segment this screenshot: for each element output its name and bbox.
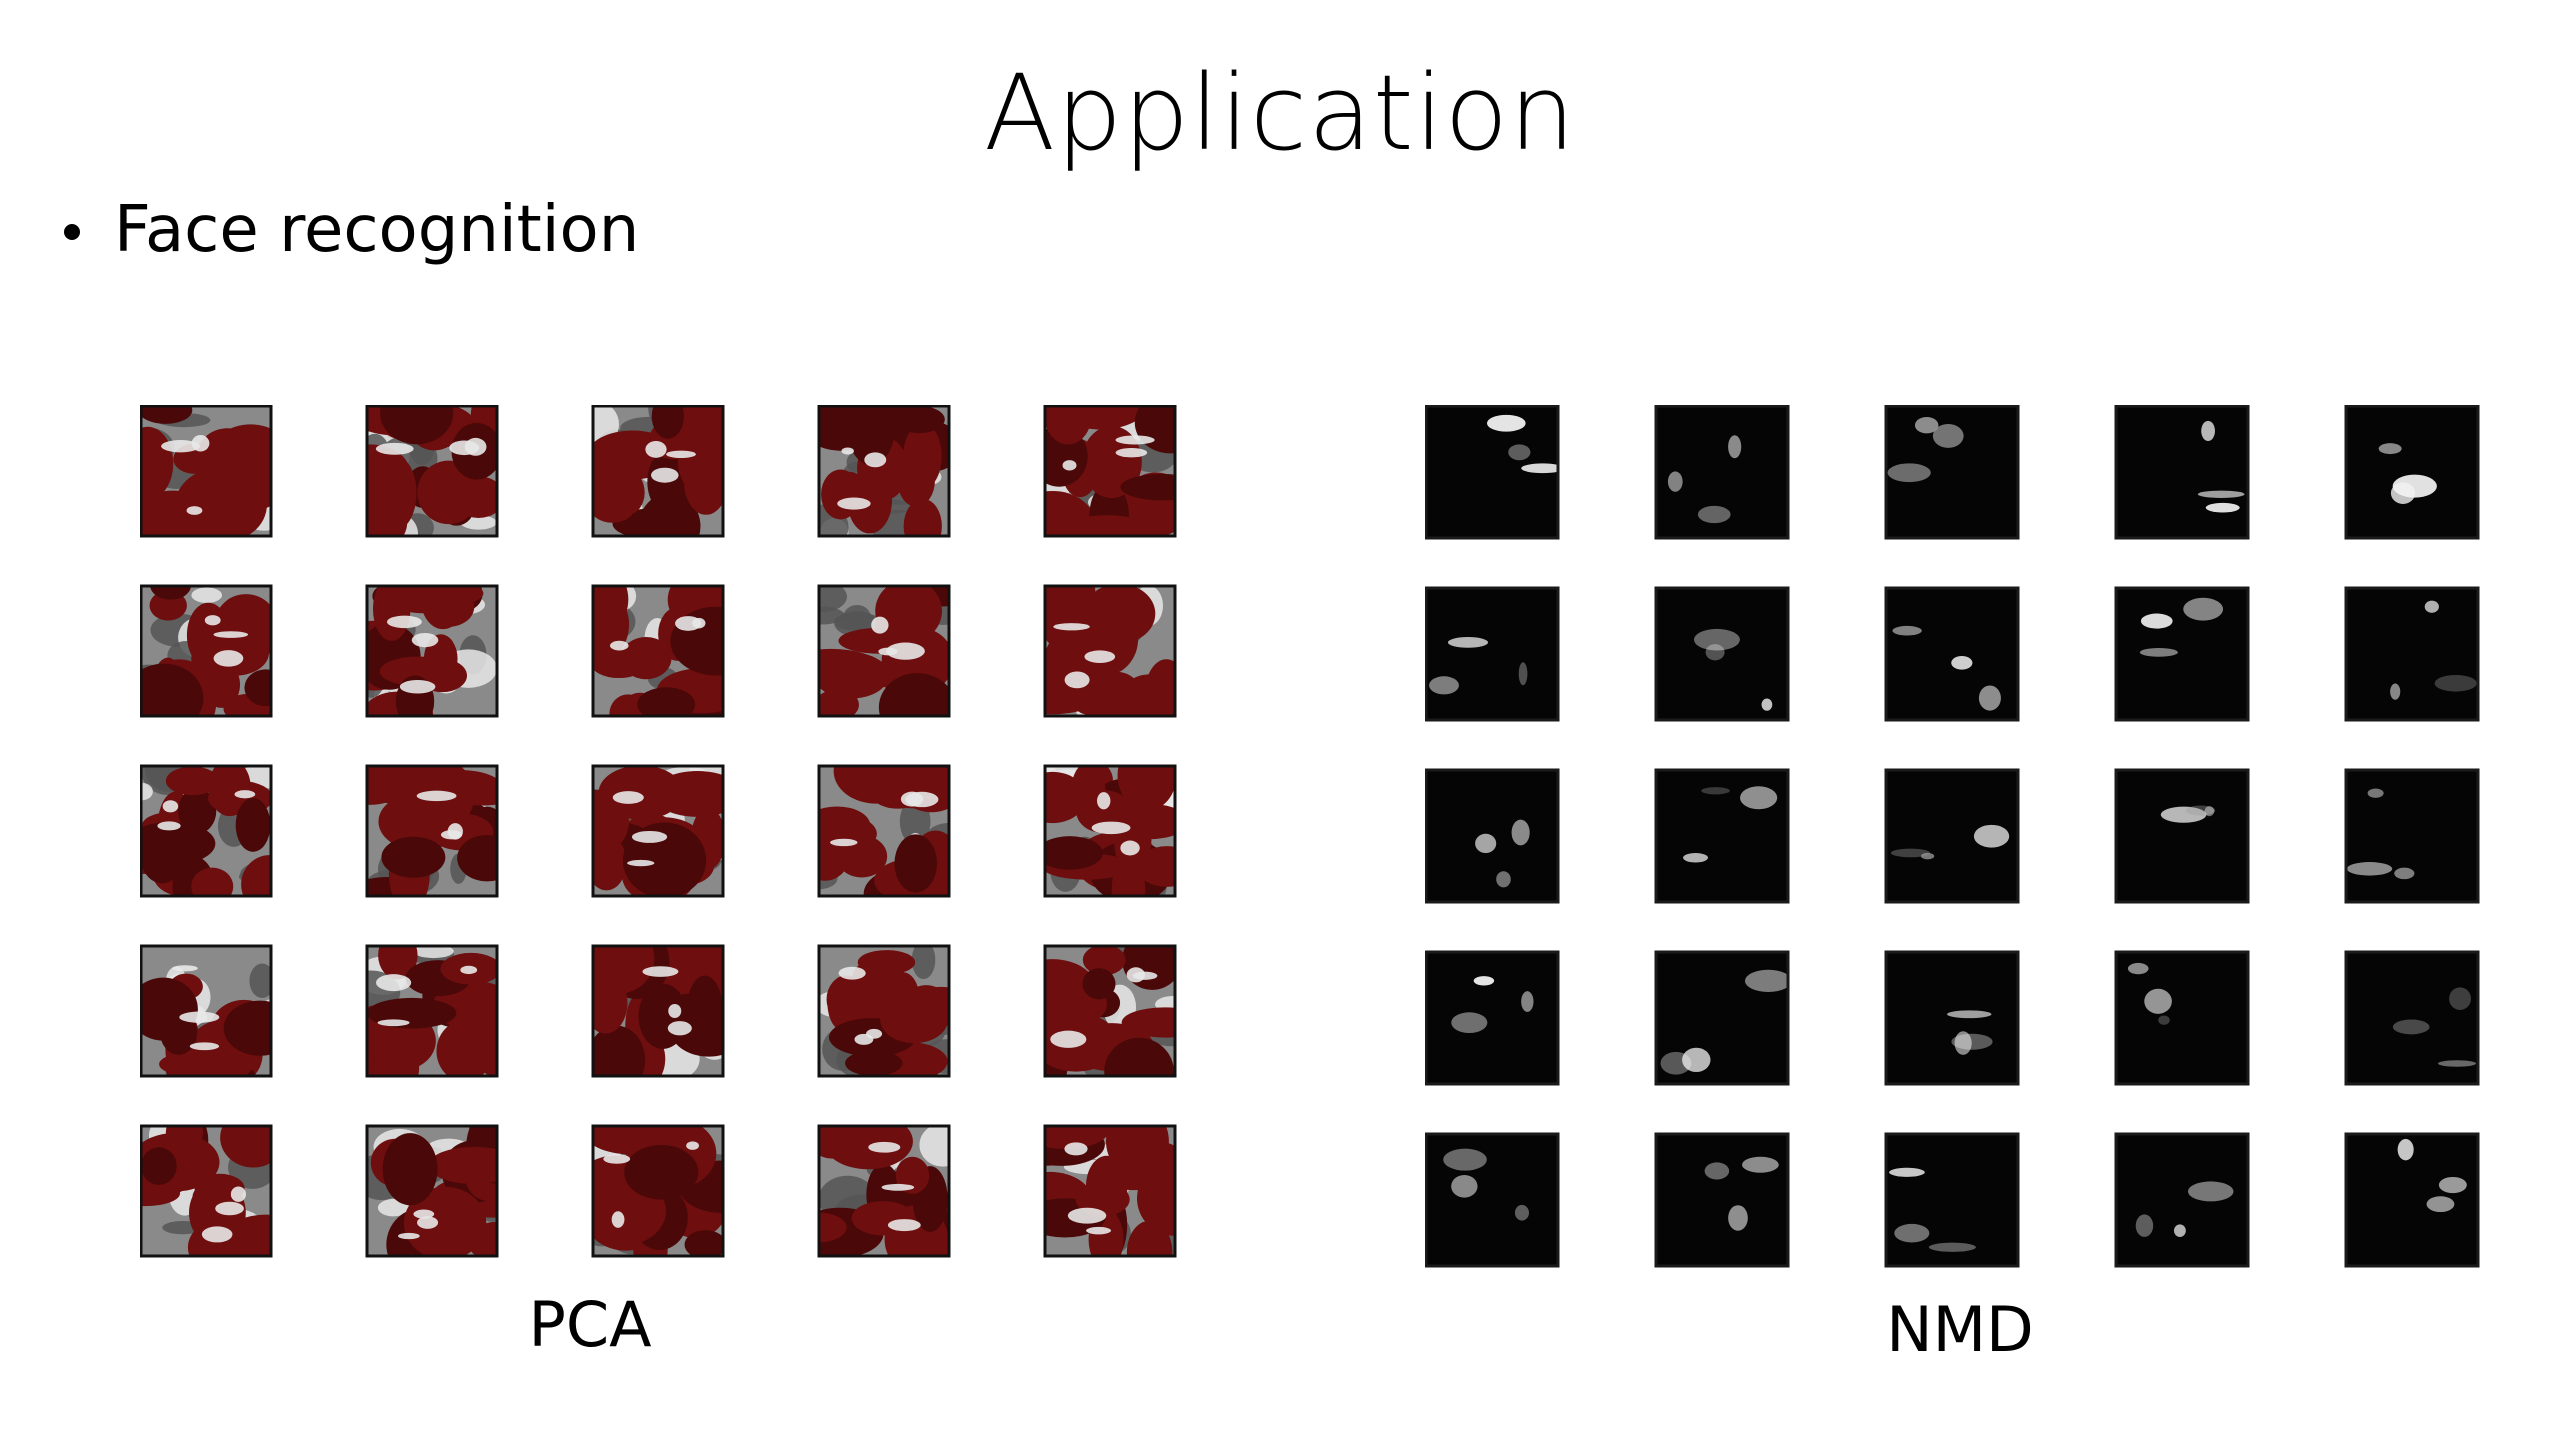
pca-basis-tile <box>1043 944 1177 1078</box>
nmd-basis-tile <box>1425 405 1560 540</box>
nmd-basis-grid <box>1425 405 2495 1275</box>
nmd-basis-tile <box>1654 586 1790 722</box>
nmd-basis-tile <box>1884 405 2020 540</box>
pca-basis-tile <box>365 944 499 1078</box>
nmd-basis-tile <box>1654 768 1790 904</box>
nmd-basis-tile <box>2114 768 2250 904</box>
pca-basis-tile <box>1043 764 1177 898</box>
pca-basis-tile <box>140 944 273 1078</box>
nmd-basis-tile <box>1425 586 1560 722</box>
pca-basis-images <box>140 405 1177 1258</box>
bullet-text: Face recognition <box>114 193 640 267</box>
nmd-basis-tile <box>2114 405 2250 540</box>
nmd-basis-tile <box>2344 768 2480 904</box>
pca-basis-tile <box>1043 584 1177 718</box>
nmd-basis-tile <box>1425 768 1560 904</box>
pca-basis-tile <box>817 1124 951 1258</box>
pca-basis-tile <box>591 764 725 898</box>
nmd-basis-tile <box>2114 586 2250 722</box>
pca-basis-tile <box>591 1124 725 1258</box>
pca-basis-tile <box>140 405 273 538</box>
pca-basis-tile <box>365 405 499 538</box>
bullet-item: Face recognition <box>64 190 639 270</box>
pca-basis-tile <box>817 944 951 1078</box>
pca-basis-tile <box>591 584 725 718</box>
pca-basis-tile <box>817 584 951 718</box>
pca-basis-tile <box>1043 405 1177 538</box>
nmd-basis-tile <box>1425 1132 1560 1268</box>
nmd-basis-tile <box>2344 1132 2480 1268</box>
nmd-basis-tile <box>2114 950 2250 1086</box>
nmd-basis-tile <box>2344 950 2480 1086</box>
pca-basis-tile <box>591 405 725 538</box>
nmd-basis-tile <box>1425 950 1560 1086</box>
pca-basis-tile <box>365 1124 499 1258</box>
nmd-basis-images <box>1425 405 2480 1268</box>
nmd-basis-tile <box>1654 405 1790 540</box>
pca-basis-tile <box>591 944 725 1078</box>
pca-label: PCA <box>528 1288 652 1361</box>
nmd-basis-tile <box>1884 950 2020 1086</box>
nmd-basis-tile <box>1884 1132 2020 1268</box>
pca-basis-tile <box>140 584 273 718</box>
nmd-basis-tile <box>2344 586 2480 722</box>
nmd-basis-tile <box>1654 950 1790 1086</box>
pca-basis-tile <box>365 764 499 898</box>
nmd-basis-tile <box>2344 405 2480 540</box>
pca-basis-tile <box>365 584 499 718</box>
pca-basis-tile <box>140 764 273 898</box>
nmd-basis-tile <box>1884 768 2020 904</box>
nmd-label: NMD <box>1886 1293 2034 1366</box>
bullet-dot-icon <box>64 224 80 240</box>
nmd-basis-tile <box>1654 1132 1790 1268</box>
nmd-basis-tile <box>2114 1132 2250 1268</box>
slide-title: Application <box>983 52 1577 174</box>
pca-basis-tile <box>1043 1124 1177 1258</box>
pca-basis-tile <box>140 1124 273 1258</box>
pca-basis-tile <box>817 764 951 898</box>
pca-basis-grid <box>140 405 1180 1265</box>
pca-basis-tile <box>817 405 951 538</box>
nmd-basis-tile <box>1884 586 2020 722</box>
